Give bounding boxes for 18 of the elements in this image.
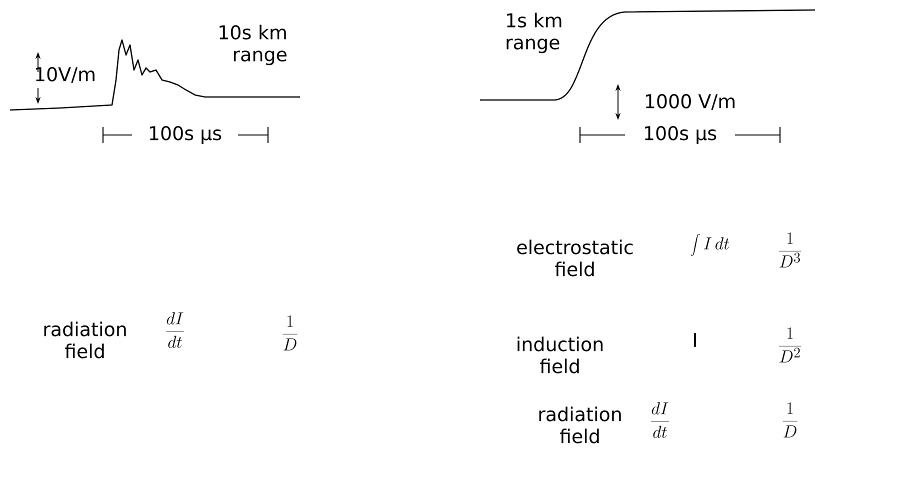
formula: $\frac{1}{D}$ xyxy=(782,402,798,438)
time-label: 100s μs xyxy=(150,126,222,144)
formula: $\frac{1}{D^{2}}$ xyxy=(778,327,802,362)
time-label: 100s μs xyxy=(645,126,716,144)
scale-label: 10V/m xyxy=(36,67,94,83)
field-name: induction field xyxy=(518,336,603,374)
field-name: electrostatic field xyxy=(517,240,633,276)
formula: $\frac{1}{D^{3}}$ xyxy=(778,232,802,268)
formula: $\int I\,dt$ xyxy=(690,234,730,256)
formula: $\frac{dI}{dt}$ xyxy=(166,312,184,348)
scale-label: 1000 V/m xyxy=(646,94,734,110)
formula: $\frac{dI}{dt}$ xyxy=(651,402,669,438)
range-label: 1s km range xyxy=(506,12,562,54)
formula: I xyxy=(694,333,696,347)
range-label: 10s km range xyxy=(220,24,286,66)
field-name: radiation field xyxy=(539,406,621,444)
field-name: radiation field xyxy=(44,322,126,358)
formula: $\frac{1}{D}$ xyxy=(282,315,298,350)
